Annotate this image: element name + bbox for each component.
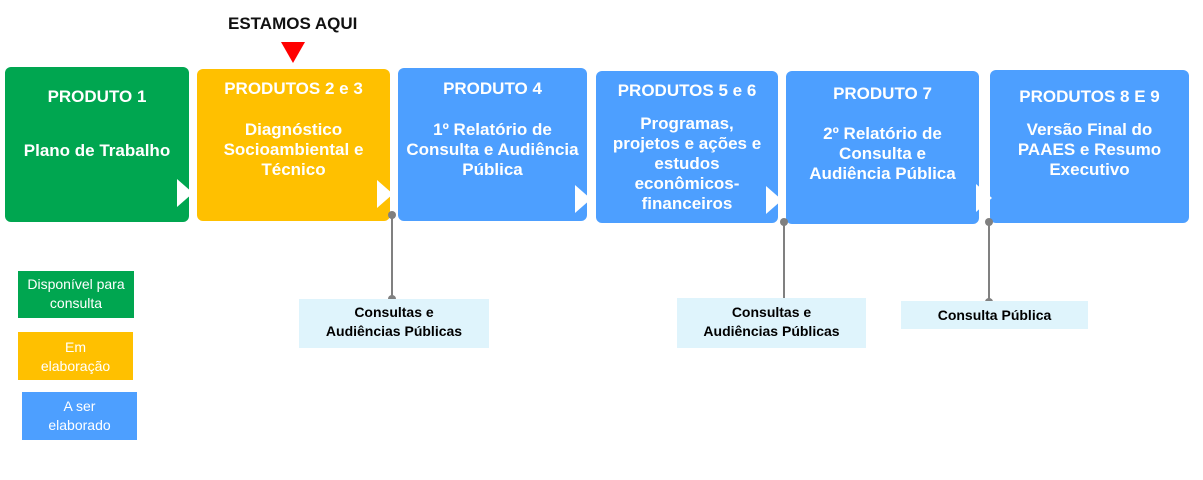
consultation-box-1: Consultas e Audiências Públicas [299,299,489,348]
legend-to-do: A ser elaborado [22,392,137,440]
current-stage-label: ESTAMOS AQUI [228,14,358,33]
product-8-9-desc: Versão Final do PAAES e Resumo Executivo [1017,120,1162,179]
product-7-title: PRODUTO 7 [833,84,932,103]
product-7-desc: 2º Relatório de Consulta e Audiência Púb… [809,124,956,183]
product-1-box: PRODUTO 1 Plano de Trabalho [5,67,189,222]
flow-arrow-icon [575,185,591,213]
product-4-box: PRODUTO 4 1º Relatório de Consulta e Aud… [398,68,587,221]
product-8-9-title: PRODUTOS 8 E 9 [1019,87,1160,106]
current-stage-marker-icon [281,42,305,63]
product-2-3-desc: Diagnóstico Socioambiental e Técnico [223,120,364,179]
product-5-6-box: PRODUTOS 5 e 6 Programas, projetos e açõ… [596,71,778,223]
product-1-title: PRODUTO 1 [47,87,147,106]
product-2-3-title: PRODUTOS 2 e 3 [224,79,363,98]
legend-available: Disponível para consulta [18,271,134,318]
product-8-9-box: PRODUTOS 8 E 9 Versão Final do PAAES e R… [990,70,1189,223]
connector-line [391,215,393,299]
product-5-6-title: PRODUTOS 5 e 6 [617,81,757,100]
flow-arrow-icon [976,184,992,212]
connector-line [783,222,785,298]
product-1-desc: Plano de Trabalho [23,141,171,160]
connector-line [988,222,990,302]
legend-in-progress: Em elaboração [18,332,133,380]
flow-arrow-icon [377,180,393,208]
product-5-6-desc: Programas, projetos e ações e estudos ec… [612,114,762,213]
flow-arrow-icon [177,179,193,207]
product-4-title: PRODUTO 4 [443,79,542,98]
flow-arrow-icon [766,186,782,214]
consultation-box-3: Consulta Pública [901,301,1088,329]
product-7-box: PRODUTO 7 2º Relatório de Consulta e Aud… [786,71,979,224]
consultation-box-2: Consultas e Audiências Públicas [677,298,866,348]
product-4-desc: 1º Relatório de Consulta e Audiência Púb… [406,120,579,179]
product-2-3-box: PRODUTOS 2 e 3 Diagnóstico Socioambienta… [197,69,390,221]
